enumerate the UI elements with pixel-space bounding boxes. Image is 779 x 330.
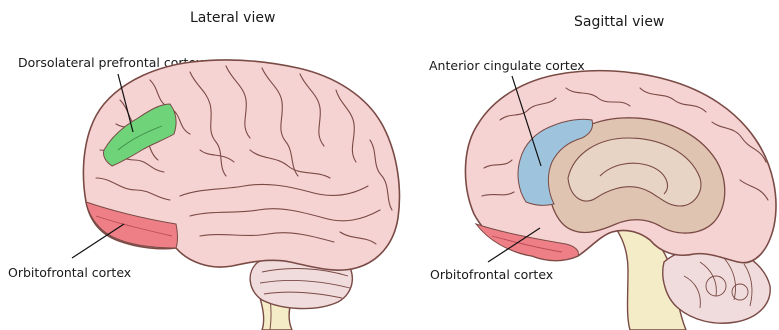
- lateral-brain: [83, 60, 399, 330]
- sagittal-brain: [465, 71, 776, 330]
- lateral-ofc-pointer-line: [72, 224, 124, 258]
